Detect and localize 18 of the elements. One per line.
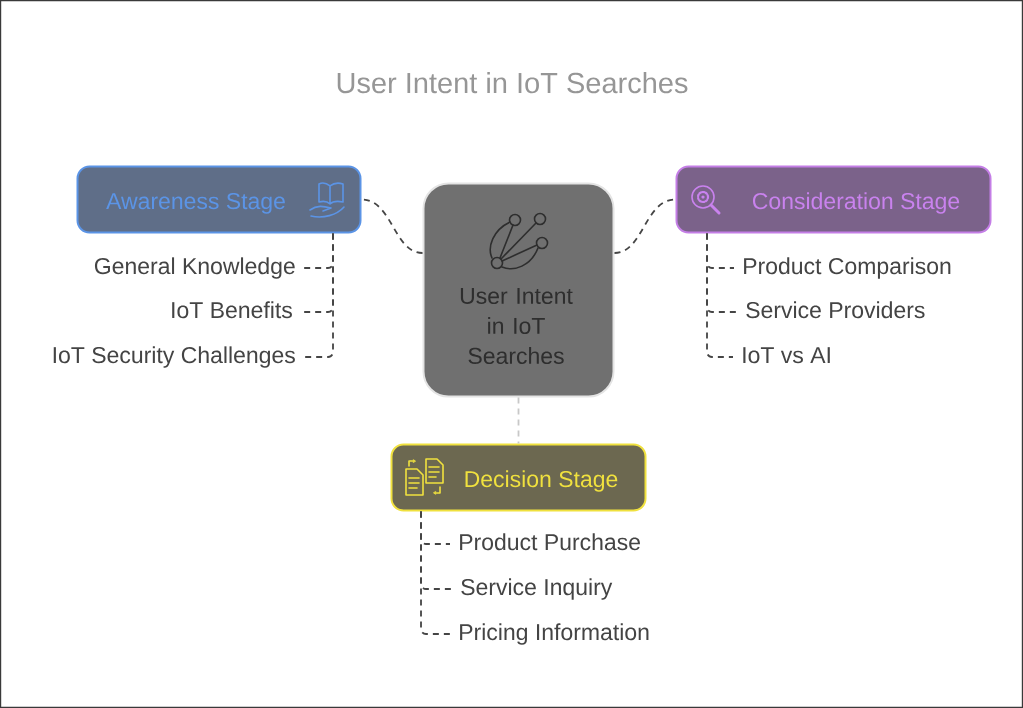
stage-box: Consideration Stage bbox=[675, 165, 992, 234]
stage-box: Decision Stage bbox=[390, 443, 647, 512]
topic-box: User Intent in IoT Searches bbox=[422, 182, 615, 398]
subtopic-label: Pricing Information bbox=[460, 623, 649, 645]
subtopic-label: Service Inquiry bbox=[461, 578, 613, 600]
connector bbox=[706, 232, 734, 358]
connector bbox=[517, 396, 520, 445]
subtopic-label: Product Purchase bbox=[460, 533, 640, 551]
subtopic-label: IoT Security Challenges bbox=[53, 346, 295, 368]
subtopic-label: General Knowledge bbox=[94, 257, 295, 279]
subtopic-label: IoT Benefits bbox=[172, 301, 292, 319]
title: User Intent in IoT Searches bbox=[337, 72, 688, 94]
subtopic-label: IoT vs AI bbox=[743, 347, 830, 364]
subtopic-label: Service Providers bbox=[746, 301, 925, 319]
stage-box: Awareness Stage bbox=[76, 165, 362, 234]
subtopic-label: Product Comparison bbox=[744, 257, 951, 279]
connector bbox=[303, 232, 334, 358]
connector bbox=[420, 510, 451, 635]
